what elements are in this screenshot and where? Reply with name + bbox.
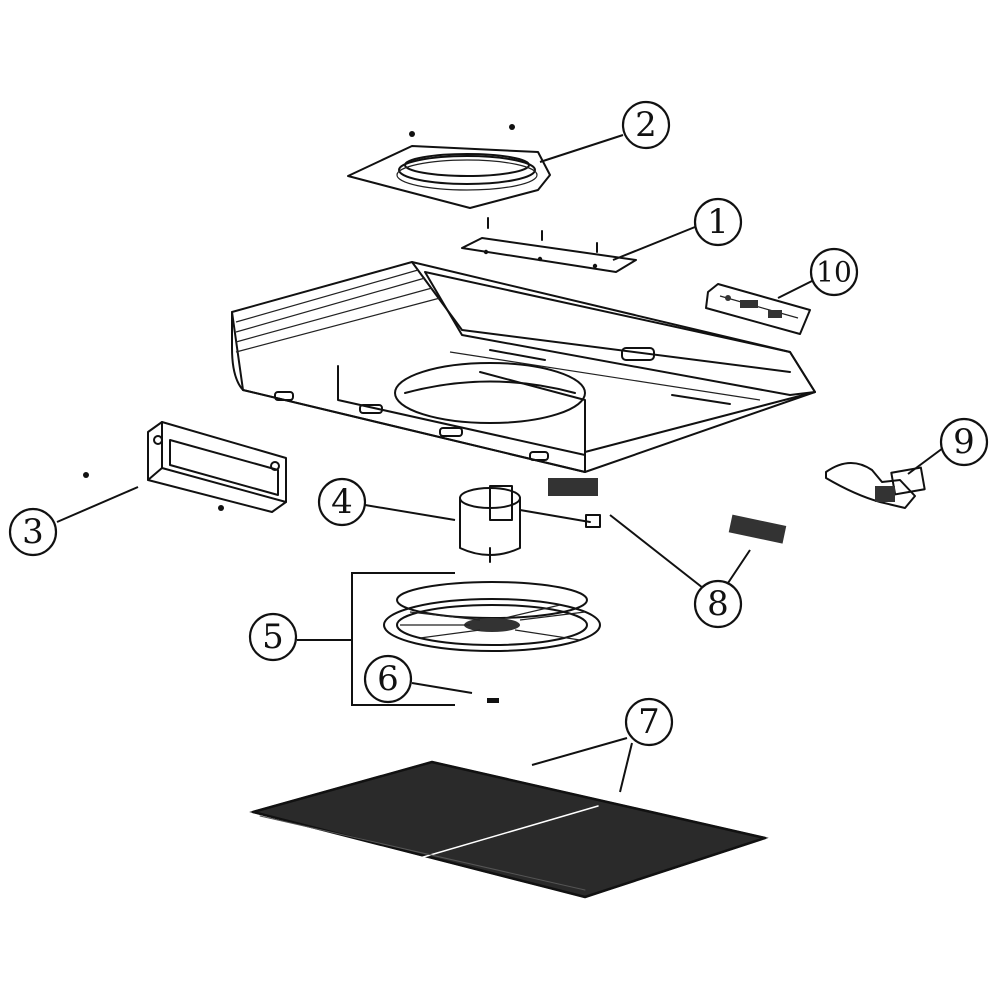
leader-lines — [56, 134, 944, 793]
callout-1: 1 — [693, 197, 743, 247]
callout-7: 7 — [624, 697, 674, 747]
svg-text:4: 4 — [331, 482, 353, 522]
callout-2: 2 — [621, 100, 671, 150]
callout-8: 8 — [693, 579, 743, 629]
part-range-hood-body — [231, 261, 816, 473]
part-control-board — [705, 283, 811, 335]
svg-text:6: 6 — [377, 659, 399, 699]
part-cover-plate — [461, 217, 637, 273]
svg-text:9: 9 — [953, 422, 975, 462]
callout-3: 3 — [8, 507, 58, 557]
part-nut — [487, 698, 499, 703]
callout-5: 5 — [248, 612, 298, 662]
svg-text:10: 10 — [816, 256, 852, 289]
svg-text:5: 5 — [262, 617, 284, 657]
part-duct-collar-plate — [347, 124, 551, 209]
callout-9: 9 — [939, 417, 989, 467]
svg-text:1: 1 — [707, 202, 729, 242]
part-light-housing — [83, 421, 287, 513]
svg-text:8: 8 — [707, 584, 729, 624]
svg-text:3: 3 — [22, 512, 44, 552]
svg-text:2: 2 — [635, 105, 657, 145]
callout-10: 10 — [809, 247, 859, 297]
part-motor — [459, 478, 601, 563]
part-cord-bracket — [825, 462, 926, 509]
part-connectors — [728, 514, 787, 544]
part-grease-filters — [249, 760, 769, 899]
svg-text:7: 7 — [638, 702, 660, 742]
part-blower-wheel — [383, 581, 601, 652]
callout-4: 4 — [317, 477, 367, 527]
callout-6: 6 — [363, 654, 413, 704]
